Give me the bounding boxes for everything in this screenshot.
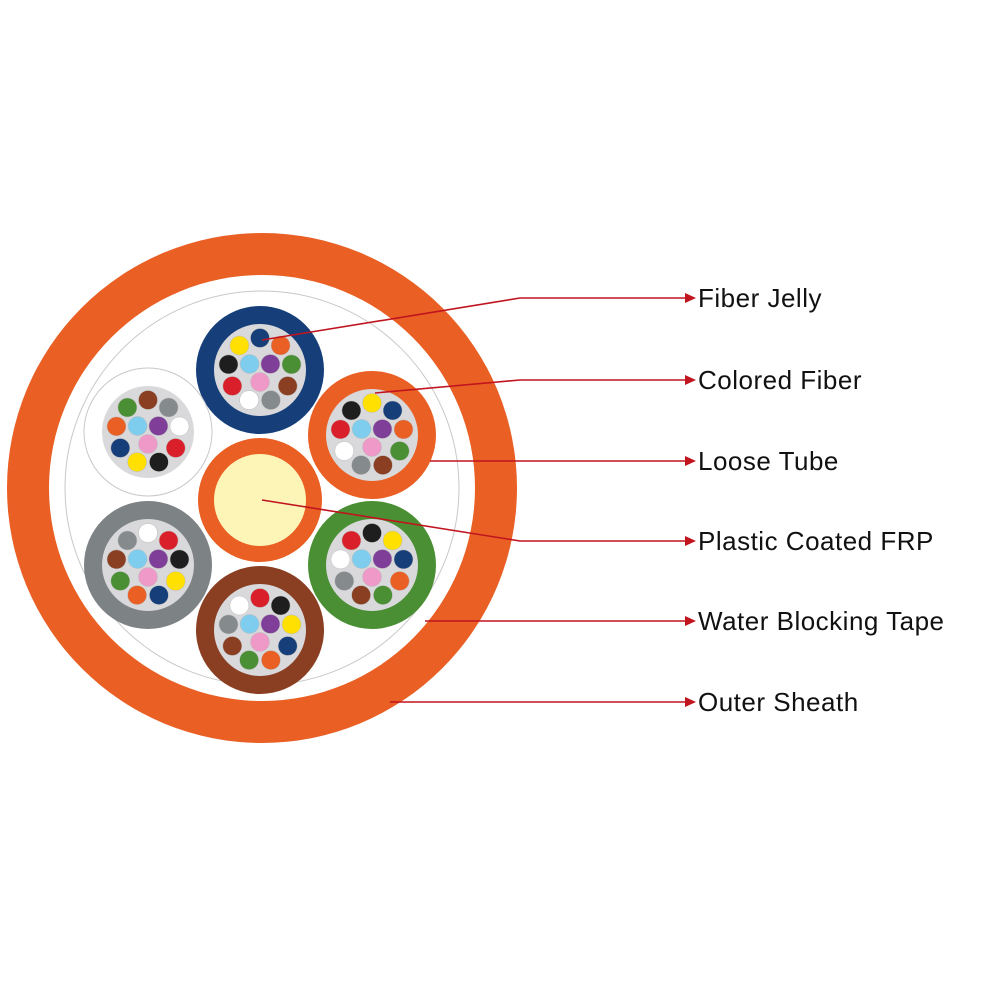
colored-fiber-blue [250, 328, 270, 348]
arrow-icon [685, 616, 696, 626]
leader-line-fiber-jelly [261, 297, 685, 341]
colored-fiber-yellow [382, 530, 403, 551]
colored-fiber-blue [277, 636, 298, 656]
colored-fiber-white [229, 595, 250, 616]
colored-fiber-green [281, 354, 302, 375]
colored-fiber-brown [277, 376, 298, 396]
colored-fiber-brown [373, 455, 393, 475]
leader-line-frp [261, 499, 685, 542]
colored-fiber-violet [148, 416, 169, 436]
colored-fiber-green [389, 441, 410, 461]
colored-fiber-gray [351, 455, 371, 475]
colored-fiber-violet [148, 549, 169, 569]
colored-fiber-red [250, 588, 270, 608]
colored-fiber-brown [351, 585, 371, 605]
colored-fiber-red [341, 530, 362, 551]
colored-fiber-rose [138, 567, 158, 587]
colored-fiber-white [330, 549, 351, 570]
colored-fiber-yellow [229, 335, 250, 356]
colored-fiber-black [270, 595, 291, 616]
label-plastic-coated-frp: Plastic Coated FRP [698, 526, 934, 556]
colored-fiber-orange [389, 571, 410, 591]
colored-fiber-black [362, 523, 382, 543]
colored-fiber-red [222, 376, 243, 396]
colored-fiber-brown [222, 636, 243, 656]
label-water-blocking-tape: Water Blocking Tape [698, 606, 945, 636]
colored-fiber-black [149, 452, 169, 472]
colored-fiber-black [169, 549, 190, 570]
colored-fiber-red [330, 419, 351, 440]
colored-fiber-gray [334, 571, 355, 591]
colored-fiber-red [158, 530, 179, 551]
colored-fiber-green [110, 571, 131, 591]
colored-fiber-blue [149, 585, 169, 605]
colored-fiber-brown [106, 549, 127, 570]
colored-fiber-orange [127, 585, 147, 605]
colored-fiber-rose [362, 567, 382, 587]
colored-fiber-aqua [351, 419, 372, 439]
colored-fiber-yellow [127, 452, 147, 472]
colored-fiber-orange [106, 416, 127, 437]
colored-fiber-blue [393, 549, 414, 570]
colored-fiber-orange [270, 335, 291, 356]
colored-fiber-brown [138, 390, 158, 410]
colored-fiber-gray [261, 390, 281, 410]
colored-fiber-aqua [127, 549, 148, 569]
arrow-icon [685, 536, 696, 546]
colored-fiber-aqua [127, 416, 148, 436]
arrow-icon [685, 293, 696, 303]
colored-fiber-rose [250, 632, 270, 652]
colored-fiber-yellow [362, 393, 382, 413]
arrow-icon [685, 375, 696, 385]
colored-fiber-violet [260, 614, 281, 634]
colored-fiber-aqua [351, 549, 372, 569]
colored-fiber-white [169, 416, 190, 437]
colored-fiber-white [239, 390, 259, 410]
label-loose-tube: Loose Tube [698, 446, 839, 476]
frp-core [214, 454, 306, 546]
colored-fiber-aqua [239, 354, 260, 374]
colored-fiber-violet [372, 549, 393, 569]
colored-fiber-gray [218, 614, 239, 635]
colored-fiber-black [218, 354, 239, 375]
colored-fiber-black [341, 400, 362, 421]
colored-fiber-rose [362, 437, 382, 457]
colored-fiber-red [165, 438, 186, 458]
colored-fiber-orange [261, 650, 281, 670]
colored-fiber-aqua [239, 614, 260, 634]
leader-line-colored-fiber [374, 379, 685, 394]
colored-fiber-yellow [281, 614, 302, 635]
colored-fiber-white [334, 441, 355, 461]
colored-fiber-blue [110, 438, 131, 458]
colored-fiber-yellow [165, 571, 186, 591]
colored-fiber-violet [260, 354, 281, 374]
arrow-icon [685, 456, 696, 466]
label-colored-fiber: Colored Fiber [698, 365, 863, 395]
colored-fiber-orange [393, 419, 414, 440]
arrow-icon [685, 697, 696, 707]
colored-fiber-green [239, 650, 259, 670]
colored-fiber-green [117, 397, 138, 418]
colored-fiber-blue [382, 400, 403, 421]
colored-fiber-white [138, 523, 158, 543]
colored-fiber-gray [117, 530, 138, 551]
colored-fiber-rose [138, 434, 158, 454]
colored-fiber-gray [158, 397, 179, 418]
colored-fiber-rose [250, 372, 270, 392]
colored-fiber-violet [372, 419, 393, 439]
label-fiber-jelly: Fiber Jelly [698, 283, 822, 313]
colored-fiber-green [373, 585, 393, 605]
label-outer-sheath: Outer Sheath [698, 687, 859, 717]
